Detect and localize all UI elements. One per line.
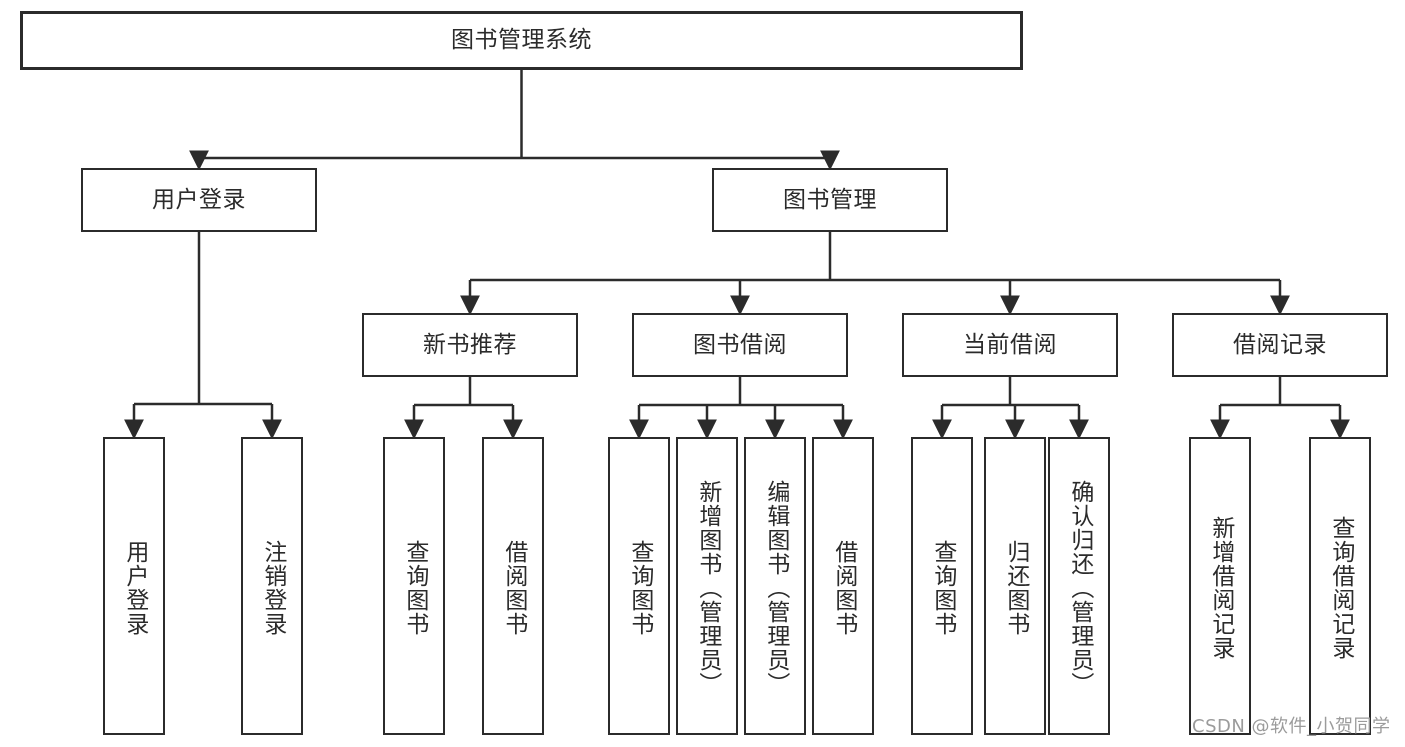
level2-node-2[interactable]: 图书管理: [712, 168, 948, 232]
leaf-node-9-label: 查询图书: [929, 540, 956, 636]
level3-node-2-label: 图书借阅: [693, 331, 787, 358]
level2-node-1[interactable]: 用户登录: [81, 168, 317, 232]
leaf-node-10[interactable]: 归还图书: [984, 437, 1046, 735]
leaf-node-7[interactable]: 编辑图书（管理员）: [744, 437, 806, 735]
level3-node-1-label: 新书推荐: [423, 331, 517, 358]
root-node-book-management-system-label: 图书管理系统: [451, 27, 592, 54]
level3-node-1[interactable]: 新书推荐: [362, 313, 578, 377]
leaf-node-8[interactable]: 借阅图书: [812, 437, 874, 735]
leaf-node-6[interactable]: 新增图书（管理员）: [676, 437, 738, 735]
leaf-node-3[interactable]: 查询图书: [383, 437, 445, 735]
leaf-node-9[interactable]: 查询图书: [911, 437, 973, 735]
leaf-node-8-label: 借阅图书: [830, 540, 857, 636]
leaf-node-13-label: 查询借阅记录: [1327, 516, 1354, 660]
leaf-node-7-label: 编辑图书（管理员）: [762, 480, 789, 696]
leaf-node-13[interactable]: 查询借阅记录: [1309, 437, 1371, 735]
leaf-node-12-label: 新增借阅记录: [1207, 516, 1234, 660]
leaf-node-5[interactable]: 查询图书: [608, 437, 670, 735]
leaf-node-10-label: 归还图书: [1002, 540, 1029, 636]
leaf-node-3-label: 查询图书: [401, 540, 428, 636]
leaf-node-1[interactable]: 用户登录: [103, 437, 165, 735]
leaf-node-2[interactable]: 注销登录: [241, 437, 303, 735]
leaf-node-6-label: 新增图书（管理员）: [694, 480, 721, 696]
level2-node-1-label: 用户登录: [152, 186, 246, 213]
leaf-node-4[interactable]: 借阅图书: [482, 437, 544, 735]
leaf-node-11[interactable]: 确认归还（管理员）: [1048, 437, 1110, 735]
csdn-watermark: CSDN @软件_小贺同学: [1192, 716, 1391, 737]
root-node-book-management-system[interactable]: 图书管理系统: [20, 11, 1023, 70]
leaf-node-12[interactable]: 新增借阅记录: [1189, 437, 1251, 735]
level2-node-2-label: 图书管理: [783, 186, 877, 213]
level3-node-3-label: 当前借阅: [963, 331, 1057, 358]
leaf-node-11-label: 确认归还（管理员）: [1066, 480, 1093, 696]
level3-node-4[interactable]: 借阅记录: [1172, 313, 1388, 377]
level3-node-4-label: 借阅记录: [1233, 331, 1327, 358]
leaf-node-1-label: 用户登录: [121, 540, 148, 636]
level3-node-2[interactable]: 图书借阅: [632, 313, 848, 377]
leaf-node-2-label: 注销登录: [259, 540, 286, 636]
level3-node-3[interactable]: 当前借阅: [902, 313, 1118, 377]
leaf-node-4-label: 借阅图书: [500, 540, 527, 636]
leaf-node-5-label: 查询图书: [626, 540, 653, 636]
